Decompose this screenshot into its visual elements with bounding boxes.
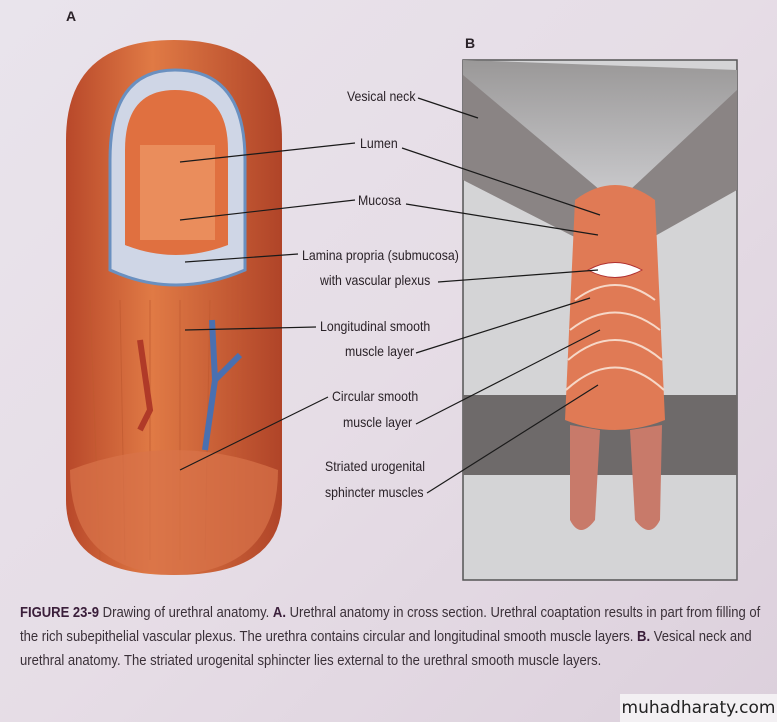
label-lumen: Lumen	[360, 135, 398, 151]
leader-lines	[179, 97, 601, 494]
caption-a-mark: A.	[272, 604, 286, 621]
figure-caption: FIGURE 23-9 Drawing of urethral anatomy.…	[20, 601, 768, 673]
caption-intro: Drawing of urethral anatomy.	[102, 604, 270, 621]
caption-a-text: Urethral anatomy in cross section. Ureth…	[20, 604, 761, 645]
watermark: muhadharaty.com	[620, 694, 777, 722]
caption-b-mark: B.	[637, 628, 651, 645]
label-circular-smooth: Circular smooth	[332, 388, 419, 404]
label-vascular-plexus: with vascular plexus	[320, 272, 431, 288]
panel-b-letter: B	[465, 35, 476, 51]
label-lamina-propria: Lamina propria (submucosa)	[302, 247, 459, 263]
label-longitudinal-smooth: Longitudinal smooth	[320, 318, 431, 334]
label-circular-muscle-layer: muscle layer	[343, 414, 413, 430]
label-striated-urogenital: Striated urogenital	[325, 458, 426, 474]
vesical-neck-drawing	[462, 59, 738, 581]
urethra-cross-section-drawing	[66, 40, 282, 575]
caption-b-text: Vesical neck and urethral anatomy. The s…	[20, 628, 752, 669]
label-longitudinal-muscle-layer: muscle layer	[345, 343, 415, 359]
figure-number: FIGURE 23-9	[20, 604, 100, 621]
label-mucosa: Mucosa	[358, 192, 402, 208]
panel-a-letter: A	[66, 8, 77, 24]
label-sphincter-muscles: sphincter muscles	[325, 484, 424, 500]
label-vesical-neck: Vesical neck	[347, 88, 416, 104]
